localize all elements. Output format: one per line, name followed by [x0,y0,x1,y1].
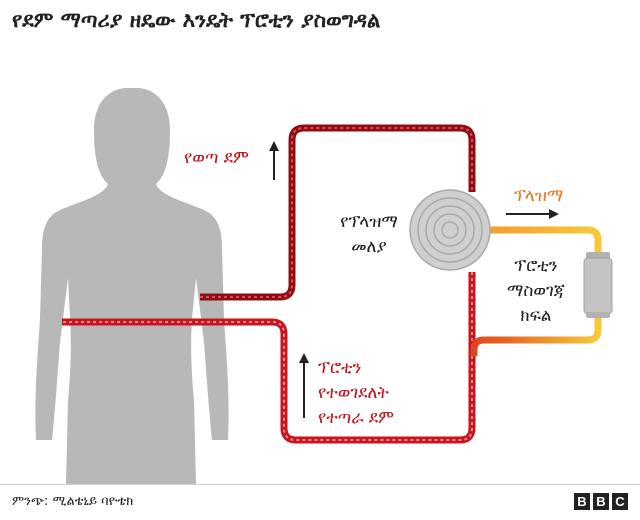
arrow-up-icon [269,141,279,180]
blood-out-line-highlight [200,127,473,298]
arrow-up-icon [299,353,309,418]
plasma-separator-label-line1: የፕላዝማ [340,212,398,232]
blood-filtration-diagram [35,88,613,484]
source-credit: ምንጭ: ሚልቴኒይ ባዮቴክ [12,494,134,509]
blood-return-line-highlight [62,272,473,441]
blood-out-label: የወጣ ደም [184,148,249,168]
bbc-logo-icon: B B C [574,493,628,510]
plasma-separator-label: የፕላዝማ መለያ [314,210,424,260]
returned-blood-label-line1: ፕሮቲን [318,358,362,378]
diagram-title: የደም ማጣሪያ ዘዴው እንዴት ፕሮቲን ያስወግዳል [12,8,381,32]
plasma-separator-icon [409,189,491,271]
protein-removal-label-line2: ማስወገጃ [507,281,565,301]
plasma-separator-label-line2: መለያ [351,237,387,257]
protein-removal-label: ፕሮቲን ማስወገጃ ክፍል [490,254,582,329]
bbc-logo-letter: B [593,493,609,510]
bbc-logo-letter: B [574,493,590,510]
cleaned-plasma-line [470,312,602,356]
footer-divider [0,484,640,485]
plasma-label: ፕላዝማ [514,186,564,206]
arrow-right-icon [506,209,559,219]
returned-blood-label: ፕሮቲን የተወገደለት የተጣራ ደም [318,356,394,431]
protein-removal-label-line1: ፕሮቲን [514,256,558,276]
returned-blood-label-line3: የተጣራ ደም [318,408,395,428]
protein-removal-unit-icon [583,252,613,318]
returned-blood-label-line2: የተወገደለት [318,383,389,403]
bbc-logo-letter: C [612,493,628,510]
protein-removal-label-line3: ክፍል [520,306,552,326]
plasma-line [478,226,602,258]
human-silhouette [35,88,229,484]
